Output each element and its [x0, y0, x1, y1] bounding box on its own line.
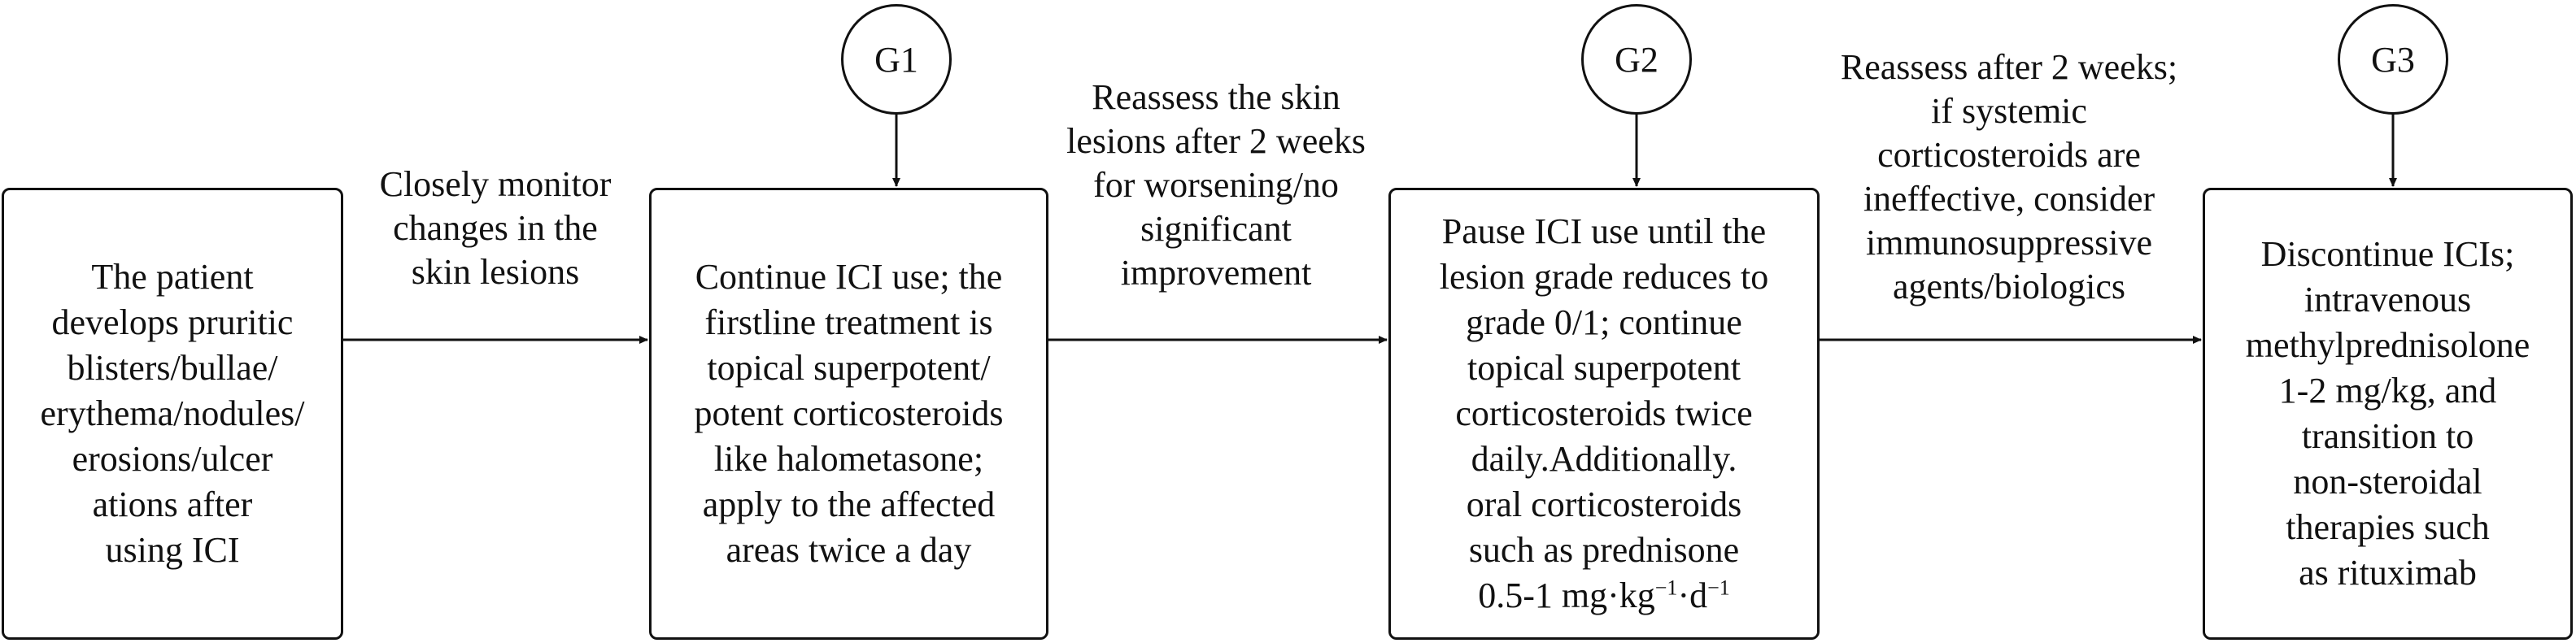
- dose-value: 0.5-1 mg·kg: [1478, 576, 1655, 615]
- step-box-grade2-treatment: Pause ICI use until the lesion grade red…: [1388, 188, 1820, 640]
- step-grade2-content: Pause ICI use until the lesion grade red…: [1440, 209, 1768, 619]
- step-box-grade3-treatment: Discontinue ICIs; intravenous methylpred…: [2203, 188, 2573, 640]
- step-box-initial-presentation: The patient develops pruritic blisters/b…: [2, 188, 343, 640]
- dose-exponent-1: −1: [1654, 576, 1678, 600]
- grade-g3-label: G3: [2371, 39, 2415, 80]
- grade-g2-label: G2: [1615, 39, 1658, 80]
- dose-mid: ·d: [1677, 576, 1708, 615]
- grade-g2-circle: G2: [1581, 4, 1692, 115]
- step-box-grade1-treatment: Continue ICI use; the firstline treatmen…: [649, 188, 1048, 640]
- step-grade2-dose: 0.5-1 mg·kg−1·d−1: [1440, 573, 1768, 619]
- step-initial-presentation-text: The patient develops pruritic blisters/b…: [40, 257, 305, 570]
- transition-label-monitor: Closely monitor changes in the skin lesi…: [379, 164, 612, 292]
- grade-g3-circle: G3: [2338, 4, 2448, 115]
- grade-g1-circle: G1: [841, 4, 952, 115]
- step-grade3-treatment-text: Discontinue ICIs; intravenous methylpred…: [2245, 234, 2530, 593]
- step-grade2-treatment-text: Pause ICI use until the lesion grade red…: [1439, 211, 1769, 570]
- transition-label-reassess-skin: Reassess the skin lesions after 2 weeks …: [1066, 77, 1366, 293]
- grade-g1-label: G1: [874, 39, 918, 80]
- dose-exponent-2: −1: [1707, 576, 1730, 600]
- transition-label-reassess-systemic: Reassess after 2 weeks; if systemic cort…: [1840, 47, 2178, 306]
- step-grade1-treatment-text: Continue ICI use; the firstline treatmen…: [694, 257, 1004, 570]
